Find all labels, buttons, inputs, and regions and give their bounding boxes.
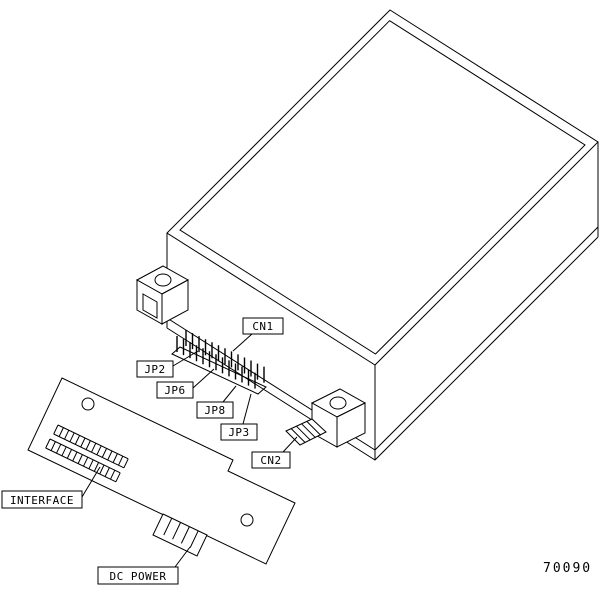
callout-cn1-box bbox=[242, 317, 284, 335]
callout-jp6: JP6 bbox=[156, 381, 194, 399]
callout-interface-box bbox=[1, 490, 83, 509]
callout-cn1-label: CN1 bbox=[252, 320, 273, 333]
callout-cn1: CN1 bbox=[242, 317, 284, 335]
enclosure-top-face bbox=[166, 9, 599, 366]
bracket2-screw-hole bbox=[329, 396, 347, 410]
board-hole-1 bbox=[81, 397, 95, 411]
leader-jp6 bbox=[192, 368, 215, 389]
callout-cn2-label: CN2 bbox=[260, 454, 281, 467]
callout-jp2: JP2 bbox=[136, 360, 174, 378]
callout-jp3: JP3 bbox=[220, 423, 258, 441]
enclosure bbox=[166, 9, 599, 461]
leader-lines bbox=[81, 333, 298, 568]
dc-power-pins bbox=[163, 517, 199, 548]
cn1-pins-row2 bbox=[176, 336, 256, 389]
dc-power-connector bbox=[152, 513, 208, 557]
cn2-pins bbox=[290, 421, 322, 443]
callout-dc-power-label: DC POWER bbox=[110, 570, 167, 583]
callout-dc-power-box bbox=[97, 566, 179, 585]
dc-power-body bbox=[152, 513, 208, 557]
callout-jp6-box bbox=[156, 381, 194, 399]
callout-jp2-label: JP2 bbox=[144, 363, 165, 376]
bracket1-front-right bbox=[161, 279, 189, 325]
callout-jp3-box bbox=[220, 423, 258, 441]
leader-jp8 bbox=[222, 385, 237, 403]
leader-jp2 bbox=[172, 350, 199, 367]
callout-dc-power: DC POWER bbox=[97, 566, 179, 585]
callout-cn2-box bbox=[251, 451, 291, 469]
callout-jp8-label: JP8 bbox=[204, 404, 225, 417]
enclosure-bottom-rim bbox=[166, 226, 599, 451]
interface-row1-teeth bbox=[53, 424, 129, 469]
callout-interface: INTERFACE bbox=[1, 490, 83, 509]
leader-cn1 bbox=[232, 333, 253, 352]
enclosure-top-rim bbox=[179, 20, 586, 355]
enclosure-bottom-edges bbox=[166, 236, 599, 461]
bracket2-front-right bbox=[336, 402, 366, 448]
cn1-pins-row1 bbox=[185, 330, 265, 383]
interface-edge-connector bbox=[45, 424, 129, 483]
interface-row2-rails bbox=[45, 438, 121, 483]
interface-board bbox=[27, 377, 296, 565]
leader-jp3 bbox=[242, 393, 252, 425]
callout-interface-label: INTERFACE bbox=[10, 494, 74, 507]
interface-row1-rails bbox=[53, 424, 129, 469]
board-hole-2 bbox=[240, 513, 254, 527]
callout-jp8-box bbox=[196, 401, 234, 419]
bracket1-slot bbox=[142, 293, 158, 319]
leader-dc-power bbox=[174, 546, 191, 568]
callout-jp2-box bbox=[136, 360, 174, 378]
mounting-bracket-left bbox=[135, 265, 190, 325]
board-outline bbox=[27, 377, 296, 565]
leader-interface bbox=[81, 466, 101, 498]
callout-jp8: JP8 bbox=[196, 401, 234, 419]
callout-cn2: CN2 bbox=[251, 451, 291, 469]
callout-jp6-label: JP6 bbox=[164, 384, 185, 397]
leader-cn2 bbox=[282, 436, 298, 453]
bracket1-screw-hole bbox=[154, 273, 172, 287]
cn1-pin-header bbox=[171, 330, 267, 395]
callout-jp3-label: JP3 bbox=[228, 426, 249, 439]
interface-row2-teeth bbox=[45, 438, 121, 483]
part-number: 70090 bbox=[543, 561, 592, 576]
